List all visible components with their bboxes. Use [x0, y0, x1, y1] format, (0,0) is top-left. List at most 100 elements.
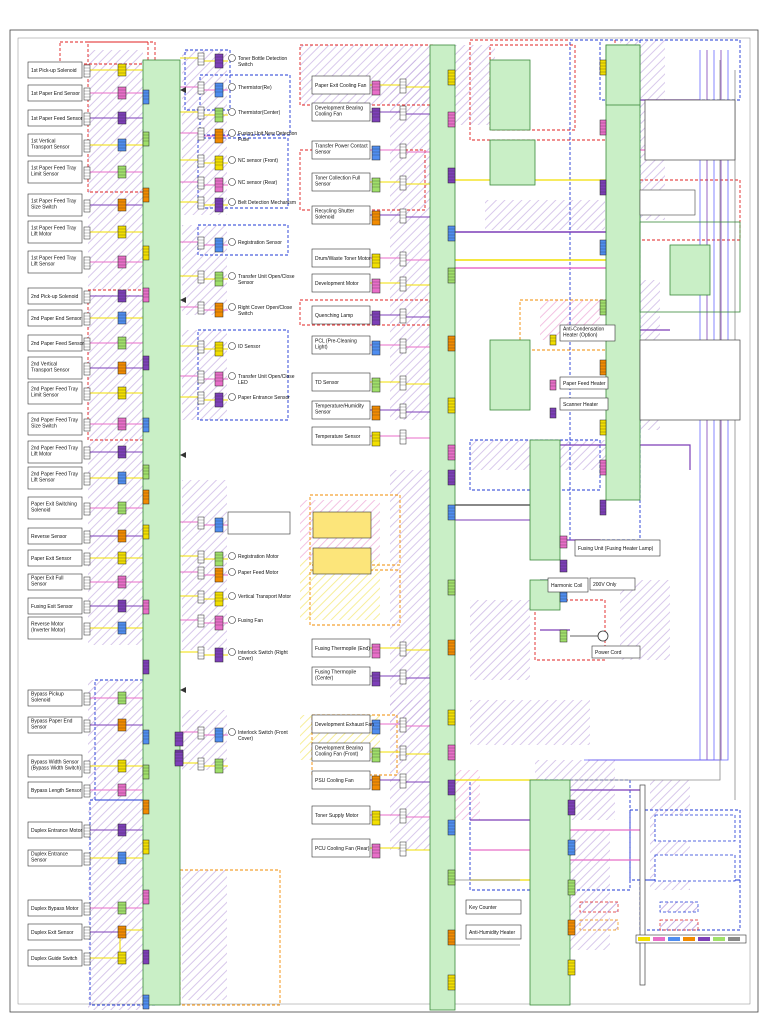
left-component-label: 2nd Paper Feed Sensor [31, 341, 84, 347]
right-component-box [465, 899, 522, 915]
mid-component: Vertical Transport Motor [238, 594, 291, 600]
left-component-label: 2nd Paper End Sensor [31, 316, 82, 322]
mid-component-icon [228, 129, 236, 137]
bcu1-edge-connector [142, 245, 150, 261]
bcu2-connector [447, 167, 456, 184]
legend-swatch [579, 919, 619, 931]
left-component-box [27, 899, 83, 917]
mid-component: Thermistor(Re) [238, 85, 272, 91]
mid-component-icon [228, 83, 236, 91]
mid-connector [214, 107, 224, 123]
center-component-label: Fusing Thermopile(Center) [315, 670, 357, 682]
center-connector [371, 377, 381, 393]
operation-panel-outline [639, 339, 741, 421]
mid-component-icon [228, 728, 236, 736]
center-component-box [311, 273, 371, 293]
left-component-label: Paper Exit Sensor [31, 556, 72, 562]
bcu1-edge-connector [142, 764, 150, 780]
bcu1-edge-connector [142, 417, 150, 433]
left-component-label: 1st Paper End Sensor [31, 91, 80, 97]
right-component-label: Scanner Heater [563, 402, 598, 408]
right-component-label: Paper Feed Heater [563, 381, 606, 387]
left-component-box [27, 821, 83, 839]
center-connector [371, 671, 381, 687]
left-component-box [27, 160, 83, 184]
center-connector [371, 810, 381, 826]
left-component-box [27, 849, 83, 867]
mid-component-icon [228, 552, 236, 560]
right-component-label: Harmonic Coil [551, 583, 582, 589]
ipu-connector [599, 59, 607, 76]
mid-component: ID Sensor [238, 344, 261, 350]
mmb-board [489, 139, 536, 186]
color-key-swatch [653, 937, 665, 941]
left-component-box [27, 440, 83, 464]
mid-component-icon [228, 393, 236, 401]
bus-wire [584, 50, 729, 761]
psu-sub-board [529, 579, 561, 611]
center-connector [371, 80, 381, 96]
dashed-group [534, 599, 606, 661]
ipu-board [605, 44, 641, 501]
mid-component: Registration Motor [238, 554, 279, 560]
ipu-connector [599, 359, 607, 376]
bcu2-connector [447, 579, 456, 596]
signal-region [88, 295, 143, 455]
ld-unit-outline [639, 221, 741, 313]
mid-connector [214, 727, 224, 743]
center-connector [399, 403, 407, 419]
dfb-connector [549, 379, 557, 391]
bcu2-connector [447, 779, 456, 796]
legend-swatch [579, 901, 619, 913]
mid-connector [214, 128, 224, 144]
mid-connector [214, 647, 224, 663]
center-connector [399, 175, 407, 191]
mid-component-icon [228, 108, 236, 116]
right-component-box [465, 924, 522, 940]
mid-component-icon [228, 156, 236, 164]
bus-wire [560, 60, 721, 781]
power-plug-icon [597, 630, 609, 642]
left-component-label: Reverse Motor(Inverter Motor) [31, 622, 66, 634]
bcu1-edge-connector [142, 839, 150, 855]
signal-region [455, 45, 495, 125]
left-component-label: Reverse Sensor [31, 534, 67, 540]
center-connector [371, 405, 381, 421]
misc-layer [180, 87, 747, 944]
right-component-box [559, 376, 609, 390]
df-box [654, 814, 736, 842]
mid-component-icon [228, 342, 236, 350]
bcu1-edge-connector [142, 131, 150, 147]
center-component-box [311, 838, 371, 858]
mid-component-icon [228, 592, 236, 600]
bcu2-connector [447, 111, 456, 128]
left-component-box [27, 549, 83, 567]
mid-component-icon [228, 198, 236, 206]
mid-connector [214, 177, 224, 193]
left-component-label: Duplex Exit Sensor [31, 930, 74, 936]
dashed-group [199, 74, 291, 136]
bus-wire [540, 444, 691, 470]
ipu-sub-board [605, 44, 641, 106]
center-component-box [311, 248, 371, 268]
right-component-box [559, 324, 616, 342]
right-component-label: Power Cord [595, 650, 622, 656]
left-component-box [27, 527, 83, 545]
center-connector [371, 747, 381, 763]
connector-arrow [180, 87, 186, 93]
mid-component-icon [228, 568, 236, 576]
left-component-box [27, 334, 83, 352]
left-component-box [27, 496, 83, 520]
center-connector [371, 310, 381, 326]
mid-component-icon [228, 372, 236, 380]
